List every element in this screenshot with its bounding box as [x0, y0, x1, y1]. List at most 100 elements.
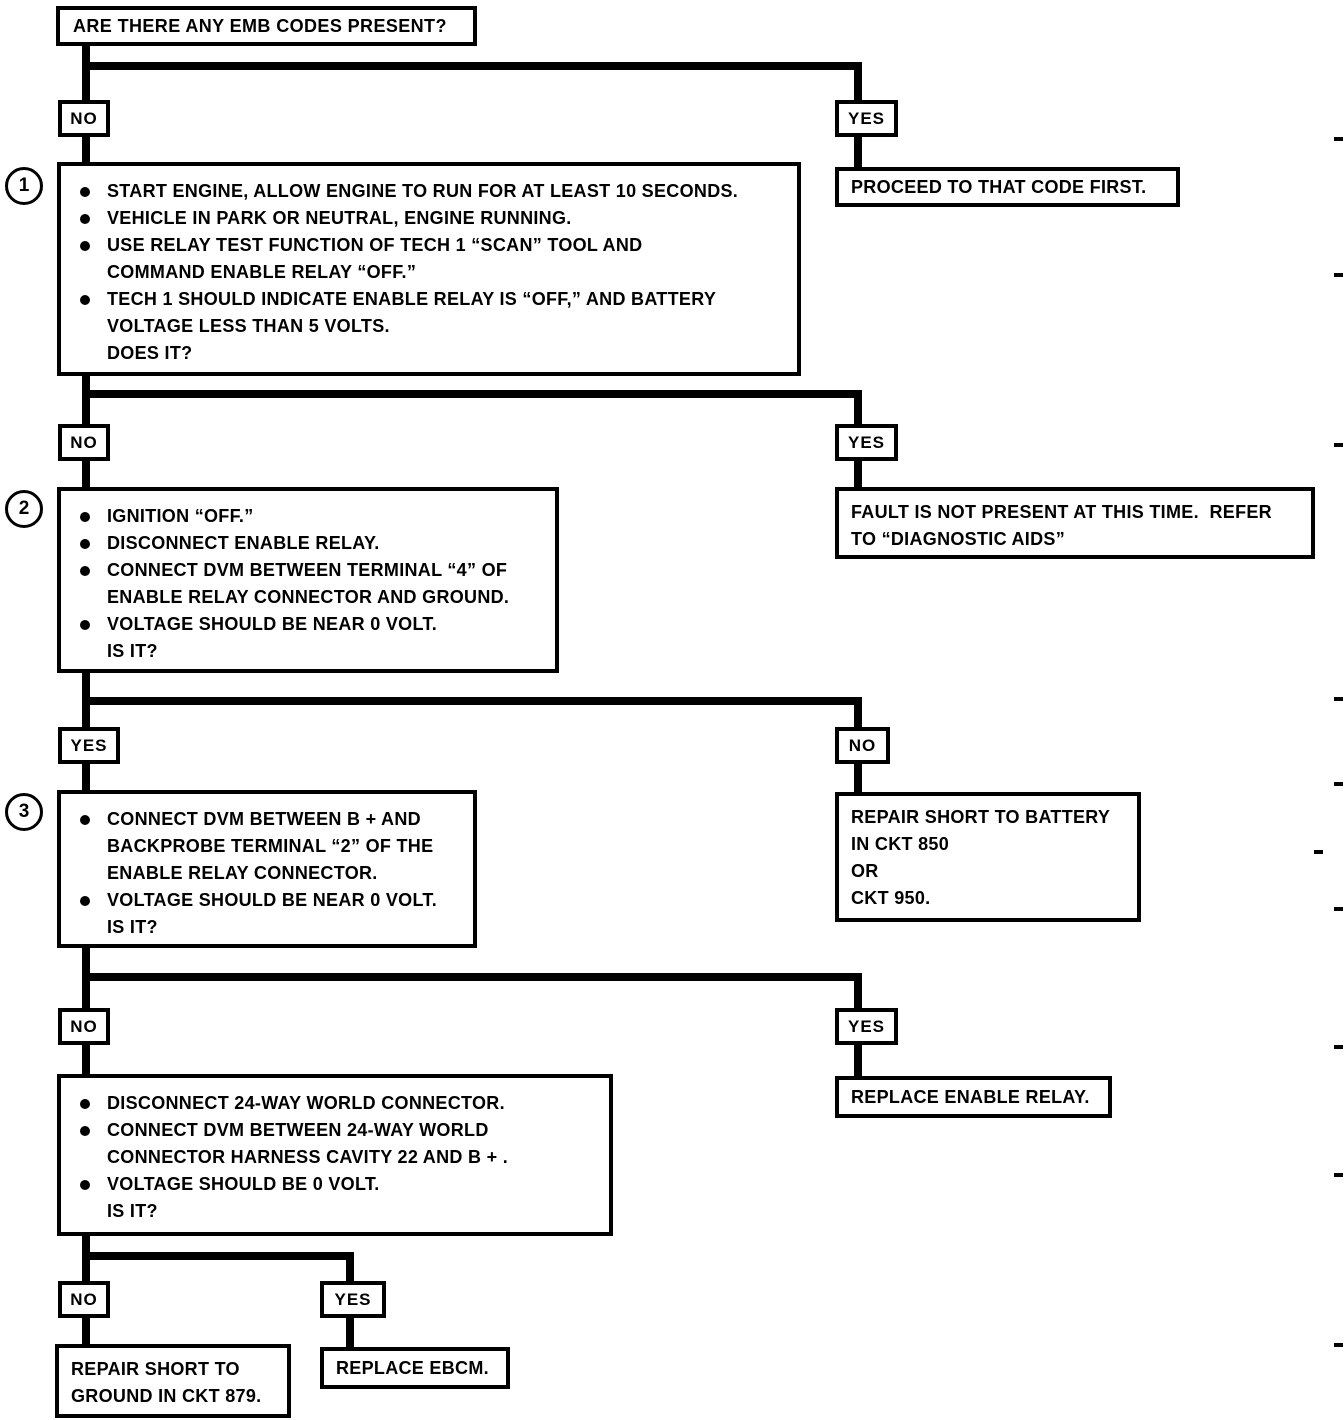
connector	[346, 1252, 354, 1281]
branch-no-5: NO	[58, 1281, 110, 1318]
box-line: IS IT?	[61, 914, 473, 941]
outcome-text: REPAIR SHORT TO BATTERY	[851, 807, 1111, 827]
box-line: VOLTAGE SHOULD BE 0 VOLT.	[61, 1171, 609, 1198]
box-line: CONNECT DVM BETWEEN B + AND	[61, 806, 473, 833]
connector	[82, 137, 90, 162]
bullet-icon	[80, 214, 90, 224]
bullet-icon	[80, 1180, 90, 1190]
connector	[82, 376, 90, 424]
branch-no-2: NO	[58, 424, 110, 461]
text-line: TECH 1 SHOULD INDICATE ENABLE RELAY IS “…	[107, 289, 717, 309]
branch-yes-4: YES	[835, 1008, 898, 1045]
bullet-icon	[80, 295, 90, 305]
connector	[82, 461, 90, 487]
scan-mark	[1334, 443, 1343, 447]
text-line: VOLTAGE SHOULD BE NEAR 0 VOLT.	[107, 614, 438, 634]
text-line: IS IT?	[107, 641, 158, 661]
box-line: IS IT?	[61, 638, 555, 665]
scan-mark	[1334, 1173, 1343, 1177]
bullet-icon	[80, 1126, 90, 1136]
text-line: DOES IT?	[107, 343, 193, 363]
connector	[346, 1318, 354, 1347]
outcome-text: FAULT IS NOT PRESENT AT THIS TIME. REFER	[851, 502, 1272, 522]
box-line: CONNECTOR HARNESS CAVITY 22 AND B + .	[61, 1144, 609, 1171]
scan-mark	[1334, 1343, 1343, 1347]
text-line: USE RELAY TEST FUNCTION OF TECH 1 “SCAN”…	[107, 235, 643, 255]
outcome-text: CKT 950.	[851, 888, 931, 908]
scan-mark	[1314, 850, 1323, 854]
branch-yes-3: YES	[58, 727, 120, 764]
outcome-text: GROUND IN CKT 879.	[71, 1386, 262, 1406]
connector	[82, 62, 862, 70]
text-line: CONNECT DVM BETWEEN TERMINAL “4” OF	[107, 560, 508, 580]
outcome-text: TO “DIAGNOSTIC AIDS”	[851, 529, 1066, 549]
branch-label: YES	[334, 1289, 372, 1309]
box-line: VEHICLE IN PARK OR NEUTRAL, ENGINE RUNNI…	[61, 205, 797, 232]
step-2-badge: 2	[5, 490, 43, 528]
box-line: DOES IT?	[61, 340, 797, 367]
bullet-icon	[80, 1099, 90, 1109]
step-2-instructions-box: IGNITION “OFF.” DISCONNECT ENABLE RELAY.…	[57, 487, 559, 673]
outcome-fault-not-present: FAULT IS NOT PRESENT AT THIS TIME. REFER…	[835, 487, 1315, 559]
outcome-repair-short-battery: REPAIR SHORT TO BATTERY IN CKT 850 OR CK…	[835, 792, 1141, 922]
bullet-icon	[80, 896, 90, 906]
box-line: ENABLE RELAY CONNECTOR AND GROUND.	[61, 584, 555, 611]
branch-label: NO	[848, 735, 877, 755]
outcome-text: IN CKT 850	[851, 834, 950, 854]
text-line: DISCONNECT ENABLE RELAY.	[107, 533, 380, 553]
text-line: CONNECT DVM BETWEEN 24-WAY WORLD	[107, 1120, 489, 1140]
box-line: IGNITION “OFF.”	[61, 503, 555, 530]
box-line: CONNECT DVM BETWEEN 24-WAY WORLD	[61, 1117, 609, 1144]
scan-mark	[1334, 273, 1343, 277]
text-line: IS IT?	[107, 917, 158, 937]
step-3-badge: 3	[5, 793, 43, 831]
connector	[82, 1252, 354, 1260]
scan-mark	[1334, 782, 1343, 786]
box-line: CONNECT DVM BETWEEN TERMINAL “4” OF	[61, 557, 555, 584]
outcome-replace-enable-relay: REPLACE ENABLE RELAY.	[835, 1076, 1112, 1118]
text-line: VOLTAGE SHOULD BE NEAR 0 VOLT.	[107, 890, 438, 910]
branch-no-1: NO	[58, 100, 110, 137]
box-line: DISCONNECT ENABLE RELAY.	[61, 530, 555, 557]
branch-label: YES	[70, 735, 108, 755]
branch-label: NO	[70, 1289, 98, 1309]
connector	[82, 764, 90, 790]
connector	[854, 973, 862, 1008]
connector	[82, 973, 862, 981]
connector	[854, 697, 862, 727]
branch-no-4: NO	[58, 1008, 110, 1045]
text-line: START ENGINE, ALLOW ENGINE TO RUN FOR AT…	[107, 181, 739, 201]
connector	[854, 137, 862, 167]
box-line: ENABLE RELAY CONNECTOR.	[61, 860, 473, 887]
branch-label: YES	[847, 108, 886, 128]
text-line: VOLTAGE SHOULD BE 0 VOLT.	[107, 1174, 380, 1194]
connector	[854, 1045, 862, 1076]
text-line: DISCONNECT 24-WAY WORLD CONNECTOR.	[107, 1093, 505, 1113]
bullet-icon	[80, 620, 90, 630]
outcome-repair-short-ground: REPAIR SHORT TO GROUND IN CKT 879.	[55, 1344, 291, 1418]
step-number: 3	[18, 801, 30, 822]
outcome-text: PROCEED TO THAT CODE FIRST.	[851, 176, 1147, 197]
box-line: DISCONNECT 24-WAY WORLD CONNECTOR.	[61, 1090, 609, 1117]
bullet-icon	[80, 241, 90, 251]
box-line: VOLTAGE SHOULD BE NEAR 0 VOLT.	[61, 887, 473, 914]
scan-mark	[1334, 137, 1343, 141]
outcome-replace-ebcm: REPLACE EBCM.	[320, 1347, 510, 1389]
branch-yes-5: YES	[320, 1281, 386, 1318]
connector	[82, 1318, 90, 1344]
step-number: 2	[18, 498, 30, 519]
text-line: CONNECT DVM BETWEEN B + AND	[107, 809, 421, 829]
text-line: ENABLE RELAY CONNECTOR.	[107, 863, 378, 883]
branch-label: NO	[70, 108, 98, 128]
step-3-instructions-box: CONNECT DVM BETWEEN B + AND BACKPROBE TE…	[57, 790, 477, 948]
box-line: START ENGINE, ALLOW ENGINE TO RUN FOR AT…	[61, 178, 797, 205]
connector	[82, 46, 90, 100]
box-line: VOLTAGE SHOULD BE NEAR 0 VOLT.	[61, 611, 555, 638]
scan-mark	[1334, 697, 1343, 701]
connector	[854, 764, 862, 792]
bullet-icon	[80, 566, 90, 576]
scan-mark	[1334, 907, 1343, 911]
connector	[82, 1045, 90, 1074]
outcome-text: REPLACE ENABLE RELAY.	[851, 1086, 1090, 1107]
